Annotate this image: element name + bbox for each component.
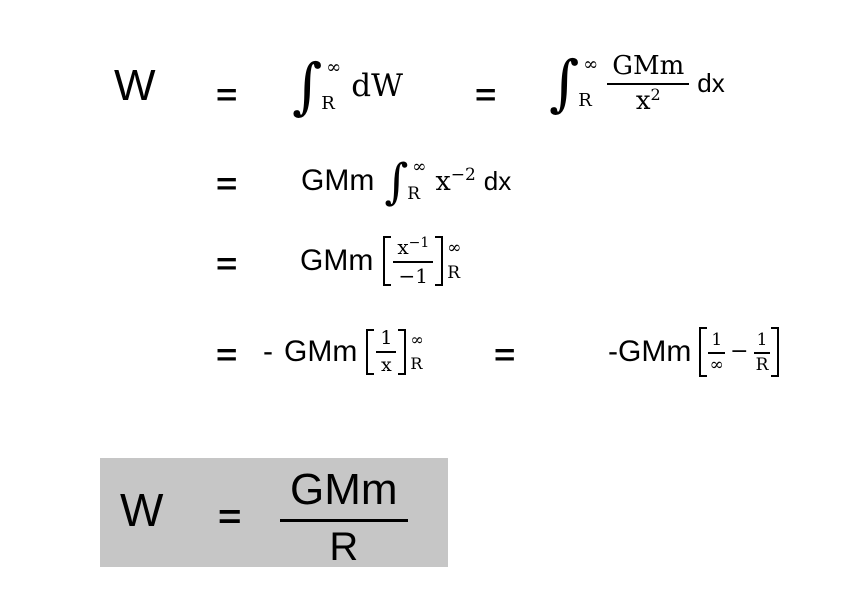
evaluation-limits: ∞ R [447, 240, 461, 282]
lower-limit: R [321, 93, 335, 114]
upper-limit: ∞ [412, 157, 427, 177]
coefficient-GMm: GMm [284, 334, 358, 368]
coefficient-GMm: GMm [300, 244, 374, 277]
integral-icon: ∫ [292, 50, 323, 122]
exponent: 2 [650, 85, 661, 104]
line3-equals: = [216, 246, 238, 281]
coefficient-minus-GMm: -GMm [608, 335, 692, 368]
line1-lhs: W [114, 64, 156, 108]
evaluation-limits: ∞ R [410, 329, 424, 373]
line1-equals-1: = [216, 77, 238, 112]
fraction-xinv-over-minus1: x−1 −1 [393, 235, 434, 288]
equals-sign: = [475, 77, 497, 112]
line1-integral-dW: ∫ ∞ R dW [292, 50, 403, 122]
equals-sign: = [216, 246, 238, 281]
equals-sign: = [494, 337, 516, 372]
integral-icon: ∫ [549, 47, 580, 119]
fraction-numerator: x−1 [393, 235, 434, 263]
fraction-1-over-infinity: 1 ∞ [708, 331, 726, 375]
equals-sign: = [216, 337, 238, 372]
fraction-denominator: ∞ [709, 354, 724, 375]
work-symbol: W [114, 61, 156, 110]
line4-equals-1: = [216, 337, 238, 372]
differential-dx: dx [483, 166, 512, 196]
exponent: −2 [450, 164, 476, 185]
line4-equals-2: = [494, 337, 516, 372]
integral-limits: ∞ R [407, 159, 426, 203]
right-bracket [771, 327, 780, 377]
upper-limit: ∞ [583, 54, 599, 75]
lower-limit: R [447, 263, 461, 283]
variable-x: x [435, 165, 451, 197]
fraction-denominator: R [755, 354, 769, 375]
fraction-numerator: 1 [376, 328, 397, 353]
minus-sign: - [263, 334, 273, 368]
line3-expression: GMm x−1 −1 ∞ R [300, 236, 461, 286]
variable-x: x [397, 235, 409, 259]
line2-expression: GMm ∫ ∞ R x−2 dx [301, 152, 512, 210]
variable-x: x [635, 86, 651, 116]
right-bracket [435, 236, 444, 286]
lower-limit: R [578, 90, 592, 111]
differential-dx: dx [697, 68, 725, 98]
fraction-numerator: GMm [280, 466, 408, 522]
integral-limits: ∞ R [578, 56, 598, 110]
fraction-denominator: R [329, 525, 359, 569]
fraction-denominator: x [381, 354, 392, 376]
equals-sign: = [218, 498, 242, 536]
left-bracket [699, 327, 708, 377]
upper-limit: ∞ [447, 238, 462, 258]
fraction-denominator: −1 [398, 264, 429, 288]
equals-sign: = [216, 77, 238, 112]
lower-limit: R [410, 353, 423, 373]
fraction-numerator: 1 [708, 331, 726, 354]
lower-limit: R [407, 184, 421, 204]
line4-expression-a: - GMm 1 x ∞ R [263, 328, 424, 375]
right-bracket [398, 328, 407, 375]
upper-limit: ∞ [326, 57, 342, 78]
fraction-GMm-x2: GMm x2 [607, 52, 690, 116]
left-bracket [383, 236, 392, 286]
exponent: −1 [408, 235, 430, 251]
minus-sign: − [730, 339, 749, 364]
line2-equals: = [216, 166, 238, 201]
upper-limit: ∞ [410, 329, 424, 349]
integrand-dW: dW [351, 67, 403, 104]
result-highlight-box: W = GMm R [100, 458, 448, 567]
equals-sign: = [216, 166, 238, 201]
fraction-numerator: 1 [753, 331, 771, 354]
fraction-numerator: GMm [607, 52, 690, 85]
integral-limits: ∞ R [321, 59, 341, 113]
line1-equals-2: = [475, 77, 497, 112]
line1-integral-GMm-over-x2: ∫ ∞ R GMm x2 dx [549, 47, 725, 119]
left-bracket [366, 328, 375, 375]
fraction-1-over-R: 1 R [753, 331, 771, 375]
fraction-GMm-over-R: GMm R [280, 466, 408, 567]
integrand-x-power: x−2 [435, 164, 476, 197]
fraction-denominator: x2 [635, 85, 661, 116]
line4-expression-b: -GMm 1 ∞ − 1 R [608, 327, 780, 377]
work-symbol: W [120, 484, 164, 536]
integral-icon: ∫ [384, 152, 409, 210]
fraction-1-over-x: 1 x [376, 328, 397, 376]
coefficient-GMm: GMm [301, 164, 375, 197]
